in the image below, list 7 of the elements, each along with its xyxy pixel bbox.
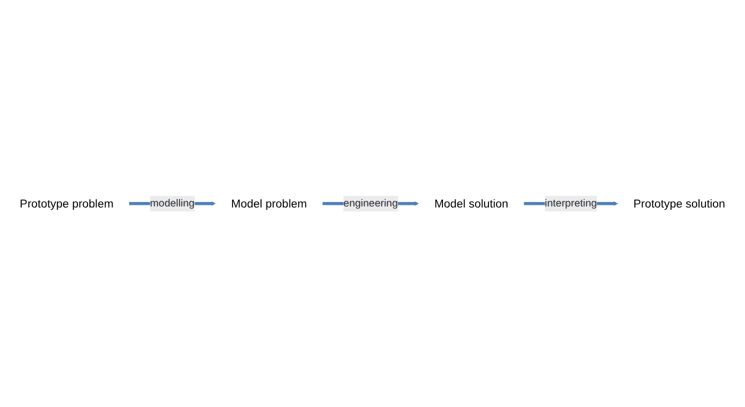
edge-label: engineering	[343, 198, 398, 210]
edge-label: interpreting	[544, 198, 597, 210]
edge-label: modelling	[150, 198, 195, 210]
node-text: Prototype solution	[633, 196, 726, 210]
node-text: Model problem	[231, 196, 307, 210]
node-text: Model solution	[434, 196, 508, 210]
node-text: Prototype problem	[20, 196, 114, 210]
